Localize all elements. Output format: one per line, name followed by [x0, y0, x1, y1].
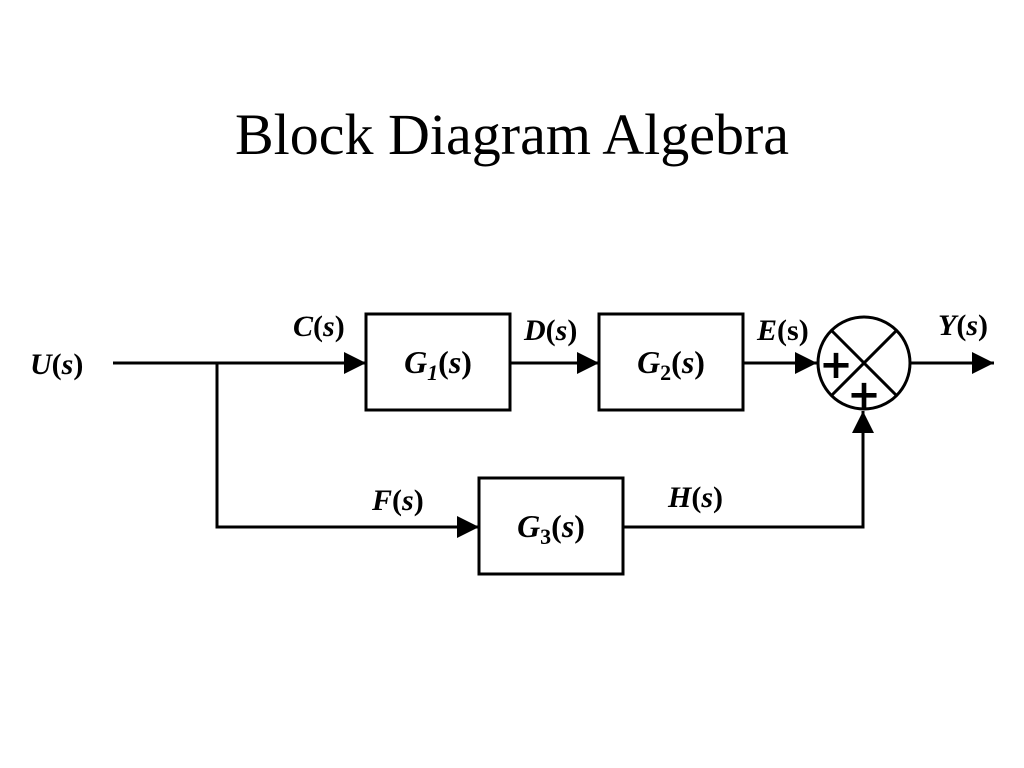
signal-label-h: H(s) — [667, 481, 723, 514]
signal-label-f: F(s) — [371, 484, 424, 517]
signal-line-h — [623, 411, 874, 529]
signal-line-branch-f — [215, 363, 479, 538]
summing-bottom-sign: + — [847, 372, 881, 418]
block-g2-label: G2(s) — [637, 344, 705, 385]
signal-label-d: D(s) — [523, 314, 577, 347]
slide-title: Block Diagram Algebra — [234, 102, 790, 167]
signal-label-y: Y(s) — [938, 309, 988, 342]
summing-junction: + + — [816, 315, 912, 418]
summing-left-sign: + — [819, 342, 853, 388]
signal-label-u: U(s) — [30, 348, 83, 381]
block-g1-label: G1(s) — [404, 344, 472, 385]
block-g3 — [477, 476, 625, 576]
block-g2 — [597, 312, 745, 412]
block-g3-label: G3(s) — [517, 508, 585, 549]
block-g1 — [364, 312, 512, 412]
signal-label-c: C(s) — [293, 310, 345, 343]
signal-label-e: E(s) — [756, 314, 809, 347]
